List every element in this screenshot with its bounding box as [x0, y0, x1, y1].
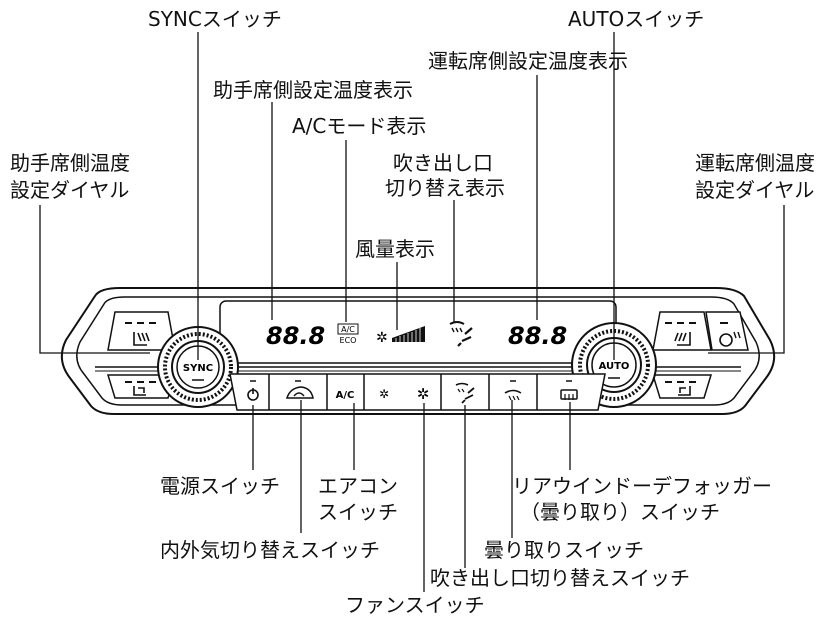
fan-large-icon: ✲: [417, 385, 430, 403]
callout-outlet-switch: 吹き出し口切り替えスイッチ: [430, 566, 690, 590]
callout-recirc-switch: 内外気切り替えスイッチ: [160, 538, 380, 562]
seat-heater-icon: [133, 332, 150, 346]
airflow-icon: [461, 387, 475, 404]
fan-down-button[interactable]: ✲: [379, 387, 389, 401]
fan-small-icon: ✲: [379, 387, 389, 401]
recirculation-icon: [285, 386, 314, 399]
fan-icon: ✲: [376, 330, 388, 346]
callout-ac-mode-display: A/Cモード表示: [292, 114, 426, 138]
airflow-icon: [457, 327, 473, 347]
power-button[interactable]: [247, 380, 259, 401]
steering-heater-button[interactable]: [705, 311, 749, 351]
passenger-temp-dial[interactable]: SYNC: [157, 326, 239, 408]
callout-passenger-dial-2: 設定ダイヤル: [10, 178, 129, 202]
callout-fan-switch: ファンスイッチ: [345, 593, 485, 617]
callout-rear-defogger-2: （曇り取り）スイッチ: [520, 500, 720, 524]
recirculation-button[interactable]: [285, 380, 314, 399]
ac-mode-ac-label: A/C: [341, 325, 355, 334]
sync-knob-label: SYNC: [183, 363, 213, 374]
rear-defogger-button[interactable]: [560, 380, 578, 400]
callout-passenger-dial-1: 助手席側温度: [10, 151, 130, 175]
windshield-icon: [449, 321, 465, 325]
windshield-defog-icon: [504, 389, 522, 394]
ac-button[interactable]: A/C: [336, 390, 355, 401]
callout-aircon-switch-2: スイッチ: [318, 500, 398, 524]
callout-driver-dial-1: 運転席側温度: [695, 151, 815, 175]
front-defog-button[interactable]: [504, 380, 522, 401]
seat-vent-icon: [133, 386, 146, 396]
callout-aircon-switch-1: エアコン: [318, 474, 398, 498]
steering-wheel-icon: [719, 333, 733, 347]
callout-power-switch: 電源スイッチ: [160, 474, 280, 498]
ac-button-label: A/C: [336, 390, 355, 401]
seat-vent-icon: [678, 386, 691, 396]
outlet-mode-display: [449, 321, 473, 347]
auto-knob-label: AUTO: [599, 361, 630, 372]
callout-outlet-display-1: 吹き出し口: [393, 151, 493, 175]
callout-driver-dial-2: 設定ダイヤル: [695, 178, 814, 202]
outlet-mode-button[interactable]: [455, 382, 475, 404]
fan-level-display: ✲: [376, 326, 425, 346]
seat-heater-icon: [674, 332, 691, 346]
callout-passenger-temp-display: 助手席側設定温度表示: [213, 78, 413, 102]
fan-up-button[interactable]: ✲: [417, 385, 430, 403]
ac-mode-eco-label: ECO: [340, 336, 357, 345]
ac-mode-display: A/C ECO: [337, 323, 359, 345]
callout-fan-display: 風量表示: [355, 237, 435, 261]
driver-seat-heater-button[interactable]: [652, 311, 712, 351]
passenger-seat-vent-button[interactable]: [106, 374, 177, 399]
bottom-button-row: [229, 373, 606, 411]
callout-driver-temp-display: 運転席側設定温度表示: [428, 49, 628, 73]
callout-rear-defogger-1: リアウインドーデフォッガー: [512, 474, 772, 498]
driver-temp-display: 88.8: [508, 322, 567, 350]
callout-auto-switch: AUTOスイッチ: [568, 7, 704, 31]
passenger-temp-display: 88.8: [266, 322, 325, 350]
callout-defog-switch: 曇り取りスイッチ: [484, 538, 644, 562]
windshield-icon: [455, 382, 469, 386]
driver-seat-vent-button[interactable]: [651, 374, 713, 399]
leader-lines: [39, 32, 785, 592]
callout-outlet-display-2: 切り替え表示: [385, 176, 505, 200]
callout-sync-switch: SYNCスイッチ: [148, 7, 282, 31]
